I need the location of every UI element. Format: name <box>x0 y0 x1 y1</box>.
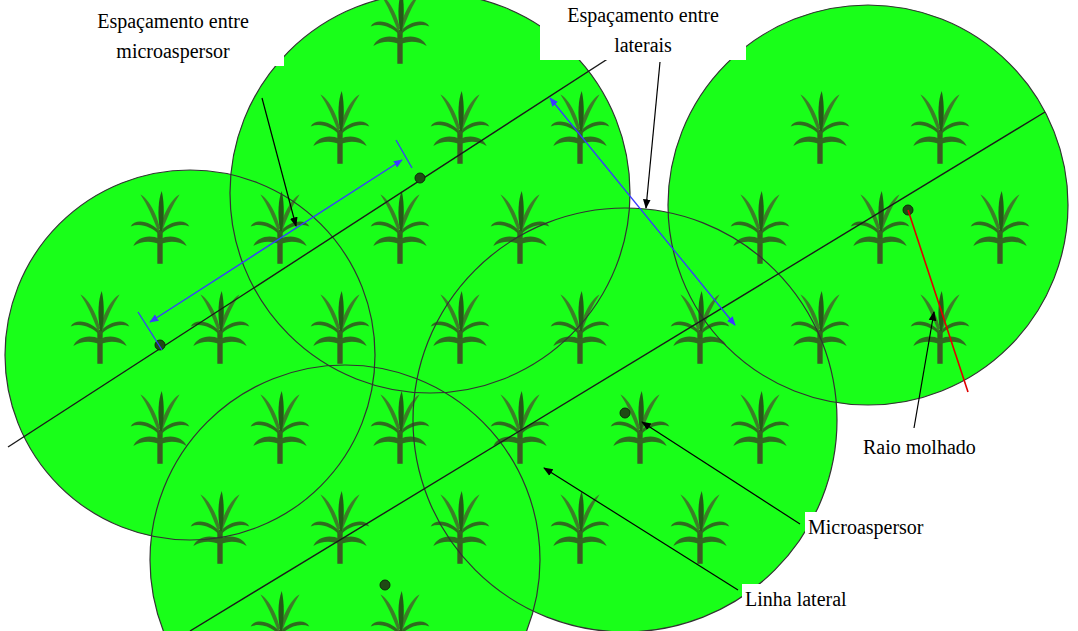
banana-plant <box>371 591 430 631</box>
banana-plant <box>251 591 310 631</box>
banana-plant <box>191 491 250 564</box>
banana-plant <box>671 291 730 364</box>
banana-plant <box>731 191 790 264</box>
wetted-circle-outline <box>5 0 1068 631</box>
banana-plant <box>731 391 790 464</box>
wetted-area <box>5 0 1068 631</box>
banana-plant <box>971 191 1030 264</box>
banana-plant <box>491 391 550 464</box>
banana-plant <box>131 391 190 464</box>
banana-plant <box>911 291 970 364</box>
lateral-label: Linha lateral <box>742 584 850 614</box>
banana-plant <box>191 291 250 364</box>
banana-plant <box>371 391 430 464</box>
radius-line <box>908 210 968 392</box>
banana-plant <box>551 491 610 564</box>
leader-arrow <box>262 62 934 590</box>
banana-plant <box>851 191 910 264</box>
banana-plant <box>131 191 190 264</box>
banana-plant <box>371 191 430 264</box>
banana-plant <box>611 391 670 464</box>
banana-plant <box>431 291 490 364</box>
banana-plant <box>311 291 370 364</box>
banana-plant <box>551 291 610 364</box>
banana-plant <box>911 91 970 164</box>
lateral-line <box>8 38 1045 631</box>
banana-plant <box>371 0 430 64</box>
banana-plant <box>551 91 610 164</box>
banana-plants <box>71 0 1030 631</box>
banana-plant <box>71 291 130 364</box>
spacing-label: Espaçamento entre laterais <box>540 0 746 60</box>
banana-plant <box>311 91 370 164</box>
emitter-label: Microaspersor <box>805 512 927 542</box>
dimension-arrow <box>138 98 735 350</box>
microsprinkler <box>155 173 913 590</box>
banana-plant <box>491 191 550 264</box>
banana-plant <box>431 91 490 164</box>
banana-plant <box>791 91 850 164</box>
radius-label: Raio molhado <box>860 432 979 462</box>
banana-plant <box>251 391 310 464</box>
banana-plant <box>251 191 310 264</box>
banana-plant <box>791 291 850 364</box>
spacing-label: Espaçamento entre microaspersor <box>62 6 284 66</box>
